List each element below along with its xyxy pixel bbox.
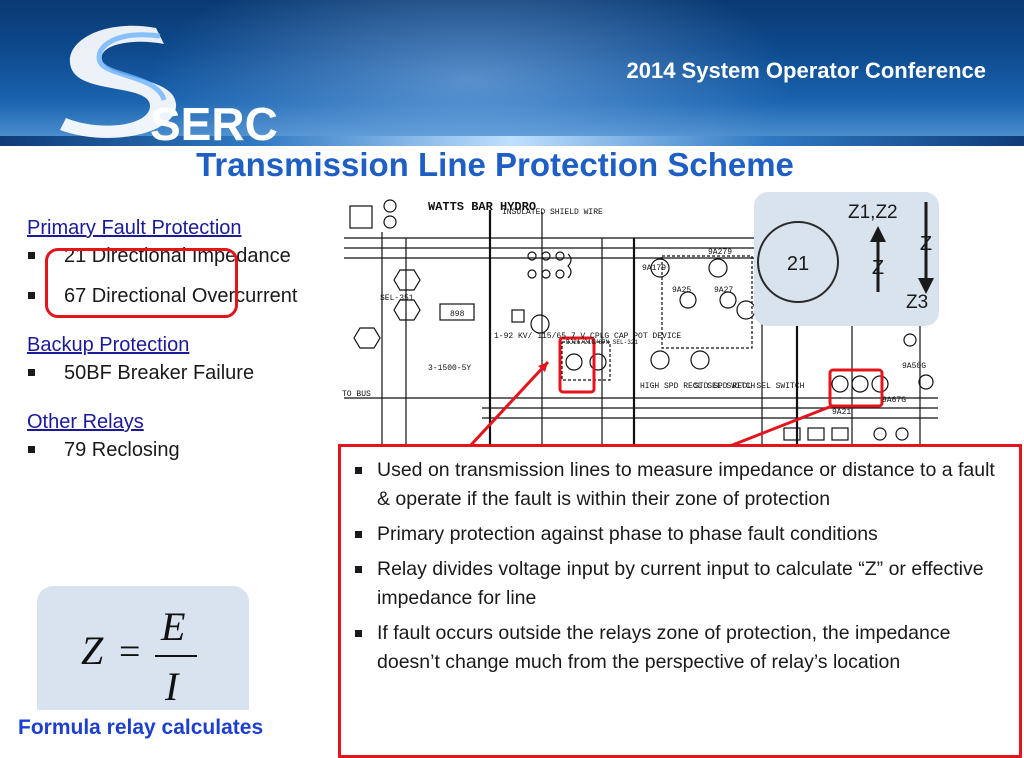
primary-heading: Primary Fault Protection: [27, 217, 242, 239]
list-item: 50BF Breaker Failure: [27, 359, 327, 387]
list-item: 67 Directional Overcurrent: [27, 282, 327, 310]
schematic-label: 9A21: [832, 408, 851, 417]
zone-diagram: 21 Z1,Z2 Z3 Z Z: [754, 192, 939, 326]
relay-number: 21: [787, 253, 809, 275]
info-text: Relay divides voltage input by current i…: [377, 558, 984, 609]
schematic-label: STD SPD RECL SEL SWITCH: [694, 382, 805, 391]
schematic-label: 9A27: [714, 286, 733, 295]
list-item: If fault occurs outside the relays zone …: [341, 619, 1019, 677]
logo-text: SERC: [150, 98, 278, 142]
info-text: Primary protection against phase to phas…: [377, 523, 878, 545]
schematic-label: 9A67G: [882, 396, 906, 405]
info-text: Used on transmission lines to measure im…: [377, 459, 995, 510]
zone-label-lower: Z3: [906, 292, 928, 313]
backup-heading: Backup Protection: [27, 334, 190, 356]
reach-label: Z: [920, 233, 932, 255]
list-item-text: 67 Directional Overcurrent: [64, 285, 298, 307]
conference-title: 2014 System Operator Conference: [626, 58, 987, 83]
info-box: Used on transmission lines to measure im…: [338, 444, 1022, 758]
formula-label: Formula relay calculates: [18, 716, 264, 739]
info-text: If fault occurs outside the relays zone …: [377, 622, 951, 673]
list-item: 79 Reclosing: [27, 436, 327, 464]
other-heading: Other Relays: [27, 411, 144, 433]
schematic-label: 9A25: [672, 286, 691, 295]
formula-lhs: Z: [81, 628, 104, 673]
formula-denominator: I: [164, 664, 180, 709]
formula-equals: =: [119, 631, 140, 673]
schematic-label: BJ21/21G/67N SEL-321: [566, 339, 638, 346]
left-column: Primary Fault Protection 21 Directional …: [27, 217, 327, 464]
schematic-label: 9A279: [708, 248, 732, 257]
schematic-label: HIGH SPD RECL SEL SWITCH: [640, 382, 755, 391]
formula-numerator: E: [160, 604, 185, 649]
highlight-box-21: [45, 248, 238, 318]
formula-panel: Z = E I: [37, 586, 249, 710]
schematic-label: INSULATED SHIELD WIRE: [502, 208, 603, 217]
schematic-label: 9A50G: [902, 362, 926, 371]
list-item-text: 50BF Breaker Failure: [64, 362, 255, 384]
zone-label-upper: Z1,Z2: [848, 202, 898, 223]
schematic-station: WATTS BAR HYDRO: [428, 200, 536, 214]
header-banner: SERC 2014 System Operator Conference: [0, 0, 1024, 146]
slide-title: Transmission Line Protection Scheme: [196, 146, 794, 183]
schematic-label: 1-92 KV/ 115/65.7 V CPLG CAP POT DEVICE: [494, 332, 681, 341]
schematic-label: SEL-351: [380, 294, 414, 303]
schematic-label: 3-1500-5Y: [428, 364, 471, 373]
schematic-label: TO BUS: [342, 390, 371, 399]
list-item: Used on transmission lines to measure im…: [341, 456, 1019, 514]
schematic-label: 9A179: [642, 264, 666, 273]
serc-logo: SERC: [60, 25, 278, 142]
schematic-label: 898: [450, 310, 465, 319]
list-item: Relay divides voltage input by current i…: [341, 555, 1019, 613]
impedance-formula: Z = E I: [81, 604, 197, 709]
reach-label: Z: [872, 257, 884, 279]
list-item-text: 79 Reclosing: [64, 439, 180, 461]
list-item: Primary protection against phase to phas…: [341, 520, 1019, 549]
